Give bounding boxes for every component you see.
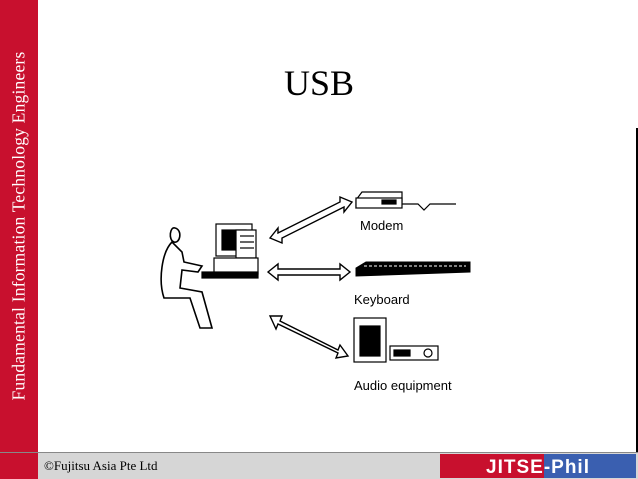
keyboard-label: Keyboard: [354, 292, 410, 307]
modem-icon: [355, 191, 456, 211]
arrow-modem-icon: [268, 195, 354, 245]
arrow-keyboard-icon: [266, 262, 352, 282]
audio-equipment-icon: [353, 317, 439, 363]
right-border: [636, 128, 638, 452]
jitse-phil-logo: JITSE-Phil: [440, 454, 636, 478]
footer: ©Fujitsu Asia Pte Ltd JITSE-Phil: [0, 452, 638, 479]
modem-label: Modem: [360, 218, 403, 233]
sidebar: Fundamental Information Technology Engin…: [0, 0, 38, 452]
copyright-text: ©Fujitsu Asia Pte Ltd: [44, 458, 158, 473]
usb-diagram: Modem Keyboard Audio equipment: [160, 191, 471, 393]
svg-text:JITSE-Phil: JITSE-Phil: [486, 457, 590, 478]
slide-title: USB: [283, 63, 355, 103]
audio-equipment-label: Audio equipment: [354, 378, 452, 393]
keyboard-icon: [355, 261, 471, 277]
footer-corner: [0, 453, 38, 479]
arrow-audio-icon: [268, 315, 350, 359]
computer-icon: [201, 223, 259, 279]
user-figure-icon: [160, 227, 214, 329]
